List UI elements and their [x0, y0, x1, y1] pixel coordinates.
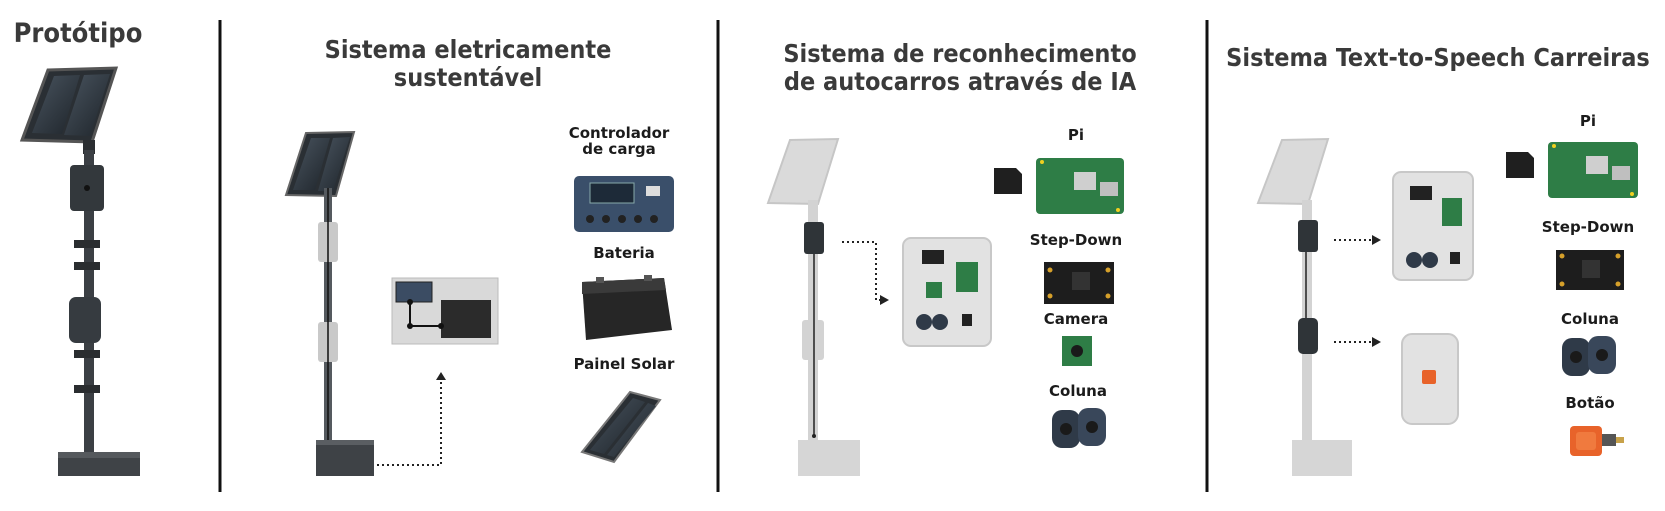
wiring-box-icon	[391, 277, 499, 345]
label-battery: Bateria	[593, 244, 655, 262]
panel-title-prototype: Protótipo	[14, 18, 143, 49]
pole-icon	[798, 200, 860, 476]
label-speaker: Coluna	[1561, 310, 1619, 328]
label-button: Botão	[1565, 394, 1614, 412]
push-button-icon	[1570, 426, 1624, 456]
raspberry-pi-icon	[1548, 142, 1638, 198]
panel-recognition: Sistema de reconhecimento de autocarros …	[766, 39, 1137, 476]
speaker-icon	[1052, 408, 1106, 448]
solar-panel-component-icon	[580, 390, 662, 464]
panel-prototype: Protótipo	[14, 18, 143, 476]
sd-card-icon	[994, 168, 1022, 194]
label-controller-line2: de carga	[582, 140, 655, 158]
step-down-icon	[1556, 250, 1624, 290]
button-enclosure-icon	[1401, 333, 1459, 425]
label-step-down: Step-Down	[1542, 218, 1634, 236]
label-controller-line1: Controlador	[569, 124, 670, 142]
faded-solar-panel-icon	[766, 137, 840, 206]
faded-solar-panel-icon	[1256, 137, 1330, 206]
pole-icon	[58, 140, 140, 476]
enclosure-box-icon	[902, 237, 992, 347]
battery-icon	[582, 275, 672, 340]
speaker-icon	[1562, 336, 1616, 376]
camera-icon	[1062, 336, 1092, 366]
label-speaker: Coluna	[1049, 382, 1107, 400]
step-down-icon	[1044, 262, 1114, 304]
label-step-down: Step-Down	[1030, 231, 1122, 249]
sd-card-icon	[1506, 152, 1534, 178]
enclosure-box-icon	[1392, 171, 1474, 281]
panel-title-electric-line2: sustentável	[394, 63, 542, 92]
label-solar-panel: Painel Solar	[574, 355, 675, 373]
panel-title-tts: Sistema Text-to-Speech Carreiras	[1226, 43, 1650, 72]
charge-controller-icon	[574, 176, 674, 232]
raspberry-pi-icon	[1036, 158, 1124, 214]
pole-icon	[1292, 200, 1352, 476]
label-pi: Pi	[1068, 126, 1084, 144]
pole-icon	[316, 188, 374, 476]
solar-panel-icon	[284, 130, 356, 198]
label-camera: Camera	[1044, 310, 1108, 328]
solar-panel-icon	[19, 66, 119, 144]
panel-title-recognition-line2: de autocarros através de IA	[784, 67, 1137, 96]
panel-tts: Sistema Text-to-Speech Carreiras Pi	[1226, 43, 1650, 476]
panel-title-electric-line1: Sistema eletricamente	[325, 35, 612, 64]
panel-electric: Sistema eletricamente sustentável Contro…	[284, 35, 675, 476]
label-pi: Pi	[1580, 112, 1596, 130]
panel-title-recognition-line1: Sistema de reconhecimento	[783, 39, 1136, 68]
